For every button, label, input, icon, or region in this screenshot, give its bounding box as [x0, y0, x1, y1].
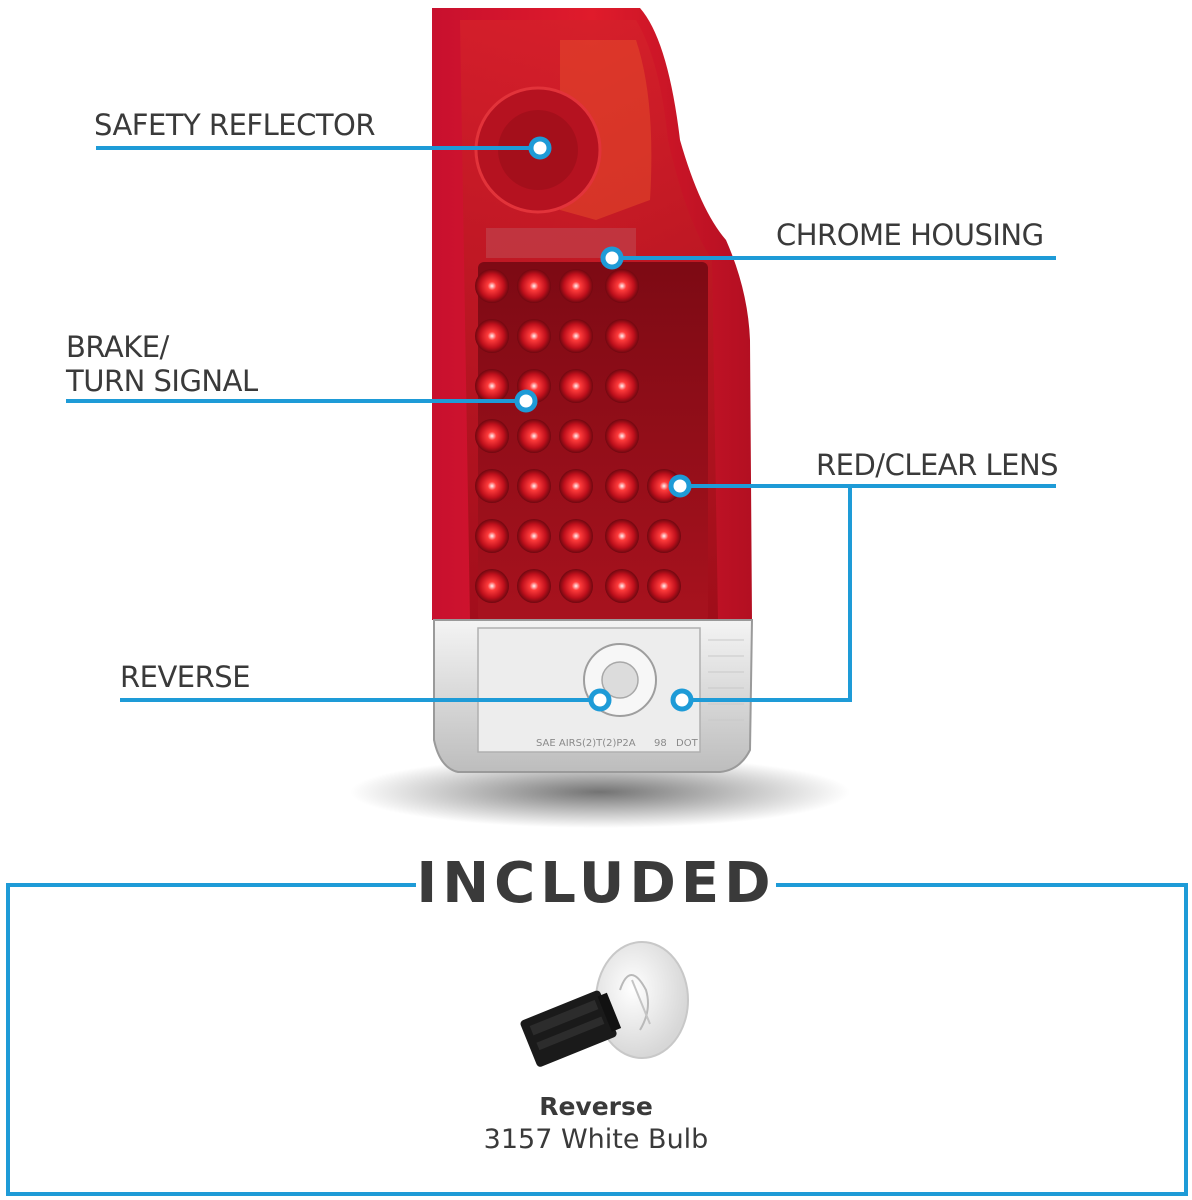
- callout-dot-brake: [514, 389, 538, 413]
- callout-dot-red-clear-lens-lower: [670, 688, 694, 712]
- led: [559, 319, 593, 353]
- tail-light: SAE AIRS(2)T(2)P2A 98 DOT: [432, 8, 754, 773]
- led: [517, 469, 551, 503]
- led: [475, 269, 509, 303]
- led-field: [478, 262, 708, 622]
- led: [475, 519, 509, 553]
- led: [605, 269, 639, 303]
- bulb-title: Reverse: [539, 1092, 653, 1121]
- included-title: INCLUDED: [416, 851, 776, 916]
- led: [475, 469, 509, 503]
- callout-dot-safety-reflector: [528, 136, 552, 160]
- led: [605, 369, 639, 403]
- label-safety-reflector: SAFETY REFLECTOR: [94, 108, 376, 142]
- led: [647, 569, 681, 603]
- led: [605, 569, 639, 603]
- led: [517, 569, 551, 603]
- label-reverse: REVERSE: [120, 660, 251, 694]
- led: [517, 269, 551, 303]
- callout-dot-red-clear-lens: [668, 474, 692, 498]
- callout-line-red-clear-lens-branch: [682, 486, 852, 702]
- led: [559, 369, 593, 403]
- led: [605, 519, 639, 553]
- bulb-base: [520, 990, 622, 1067]
- led: [605, 319, 639, 353]
- lens-marking-year: 98: [654, 738, 667, 749]
- led: [559, 469, 593, 503]
- callout-dots: [514, 136, 694, 712]
- label-brake-line1: BRAKE/: [66, 330, 169, 364]
- led: [559, 569, 593, 603]
- lens-marking-dot: DOT: [676, 738, 699, 749]
- lens-marking-code: SAE AIRS(2)T(2)P2A: [536, 738, 636, 749]
- led: [475, 319, 509, 353]
- reverse-lens-ridges: [708, 639, 744, 721]
- label-red-clear-lens: RED/CLEAR LENS: [816, 448, 1059, 482]
- callout-lines: [66, 146, 1056, 702]
- led-grid: [475, 269, 681, 603]
- led: [517, 419, 551, 453]
- bulb-3157-illustration: [520, 941, 689, 1067]
- led: [605, 419, 639, 453]
- callout-dot-chrome-housing: [600, 246, 624, 270]
- led: [647, 519, 681, 553]
- included-box: [6, 883, 1188, 1196]
- led: [559, 519, 593, 553]
- led: [475, 569, 509, 603]
- callout-dot-reverse: [588, 688, 612, 712]
- label-brake-line2: TURN SIGNAL: [66, 364, 258, 398]
- label-chrome-housing: CHROME HOUSING: [776, 218, 1044, 252]
- led: [559, 269, 593, 303]
- led: [517, 519, 551, 553]
- led: [517, 319, 551, 353]
- led: [605, 469, 639, 503]
- led: [475, 419, 509, 453]
- led: [559, 419, 593, 453]
- led: [475, 369, 509, 403]
- bulb-description: 3157 White Bulb: [483, 1124, 709, 1155]
- product-shadow: [350, 756, 850, 828]
